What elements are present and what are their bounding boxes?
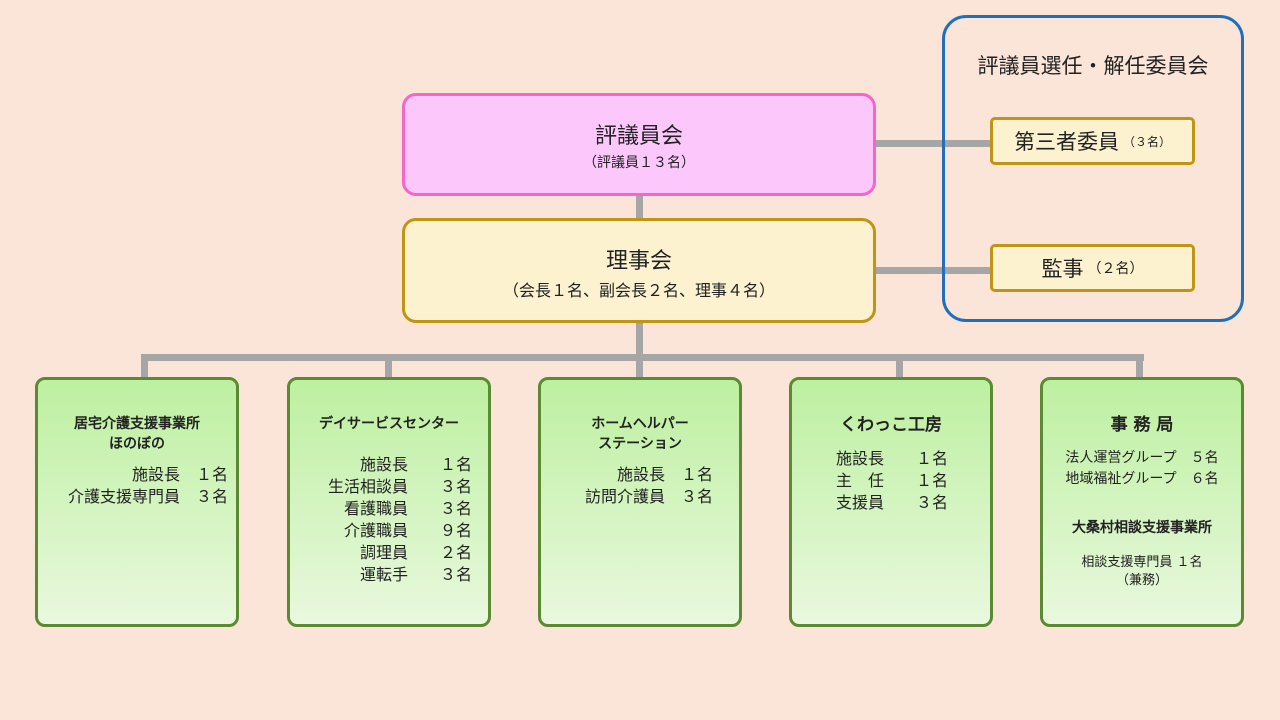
council-subtitle: （評議員１３名） [583, 155, 695, 171]
staff-row: 看護職員 ３名 [343, 499, 472, 518]
unit-staff-list: 施設長 １名 生活相談員 ３名 看護職員 ３名 介護職員 ９名 調理員 ２名 運… [290, 454, 488, 586]
staff-row: 生活相談員 ３名 [327, 477, 472, 496]
branch-drop-1 [141, 354, 148, 377]
unit-secretariat: 事 務 局 法人運営グループ ５名 地域福祉グループ ６名 大桑村相談支援事業所… [1040, 377, 1244, 627]
staff-row: 施設長 １名 [359, 455, 472, 474]
staff-row: 施設長 １名 [131, 465, 228, 484]
board-auditor-connector [876, 267, 991, 274]
staff-row: 施設長 １名 [616, 465, 713, 484]
sub-unit-staff-list: 相談支援専門員 １名 （兼務） [1043, 554, 1241, 590]
board-title: 理事会 [605, 249, 672, 274]
third-party-count: （３名） [1122, 134, 1171, 149]
unit-name: 事 務 局 [1110, 415, 1174, 435]
council-box: 評議員会 （評議員１３名） [402, 93, 876, 196]
unit-staff-list: 施設長 １名 主 任 １名 支援員 ３名 [792, 448, 990, 514]
third-party-label: 第三者委員 [1013, 130, 1119, 154]
unit-name: くわっこ工房 [840, 415, 942, 435]
staff-row: 支援員 ３名 [836, 493, 949, 512]
sub-unit-name: 大桑村相談支援事業所 [1072, 520, 1212, 536]
auditor-box: 監事 （２名） [990, 244, 1195, 292]
unit-name: デイサービスセンター [319, 416, 459, 432]
staff-row: 施設長 １名 [836, 449, 949, 468]
staff-row: 調理員 ２名 [359, 543, 472, 562]
auditor-count: （２名） [1087, 261, 1144, 277]
board-trunk-connector [636, 323, 643, 377]
council-board-connector [636, 196, 643, 218]
staff-row: （兼務） [1115, 573, 1168, 588]
unit-staff-list: 法人運営グループ ５名 地域福祉グループ ６名 [1043, 448, 1241, 490]
staff-row: 法人運営グループ ５名 [1065, 450, 1219, 466]
branch-drop-4 [896, 354, 903, 377]
branch-drop-5 [1136, 354, 1143, 377]
unit-staff-list: 施設長 １名 介護支援専門員 ３名 [38, 464, 236, 508]
board-subtitle: （会長１名、副会長２名、理事４名） [502, 281, 775, 300]
board-box: 理事会 （会長１名、副会長２名、理事４名） [402, 218, 876, 323]
committee-title: 評議員選任・解任委員会 [977, 54, 1209, 78]
branch-horizontal-line [141, 354, 1144, 361]
unit-name: ホームヘルパー ステーション [591, 416, 689, 452]
third-party-box: 第三者委員 （３名） [990, 117, 1195, 165]
unit-staff-list: 施設長 １名 訪問介護員 ３名 [541, 464, 739, 508]
staff-row: 地域福祉グループ ６名 [1065, 471, 1219, 487]
staff-row: 運転手 ３名 [359, 565, 472, 584]
staff-row: 主 任 １名 [836, 471, 949, 490]
unit-kuwakko-workshop: くわっこ工房 施設長 １名 主 任 １名 支援員 ３名 [789, 377, 993, 627]
unit-home-helper-station: ホームヘルパー ステーション 施設長 １名 訪問介護員 ３名 [538, 377, 742, 627]
staff-row: 訪問介護員 ３名 [584, 487, 713, 506]
unit-day-service-center: デイサービスセンター 施設長 １名 生活相談員 ３名 看護職員 ３名 介護職員 … [287, 377, 491, 627]
staff-row: 介護支援専門員 ３名 [67, 487, 228, 506]
auditor-label: 監事 [1041, 257, 1084, 281]
staff-row: 相談支援専門員 １名 [1081, 555, 1203, 570]
unit-name: 居宅介護支援事業所 ほのぼの [74, 416, 200, 452]
selection-committee-box: 評議員選任・解任委員会 [942, 15, 1244, 322]
unit-home-care-support: 居宅介護支援事業所 ほのぼの 施設長 １名 介護支援専門員 ３名 [35, 377, 239, 627]
council-committee-connector [876, 140, 991, 147]
council-title: 評議員会 [594, 124, 683, 149]
branch-drop-2 [385, 354, 392, 377]
staff-row: 介護職員 ９名 [343, 521, 472, 540]
